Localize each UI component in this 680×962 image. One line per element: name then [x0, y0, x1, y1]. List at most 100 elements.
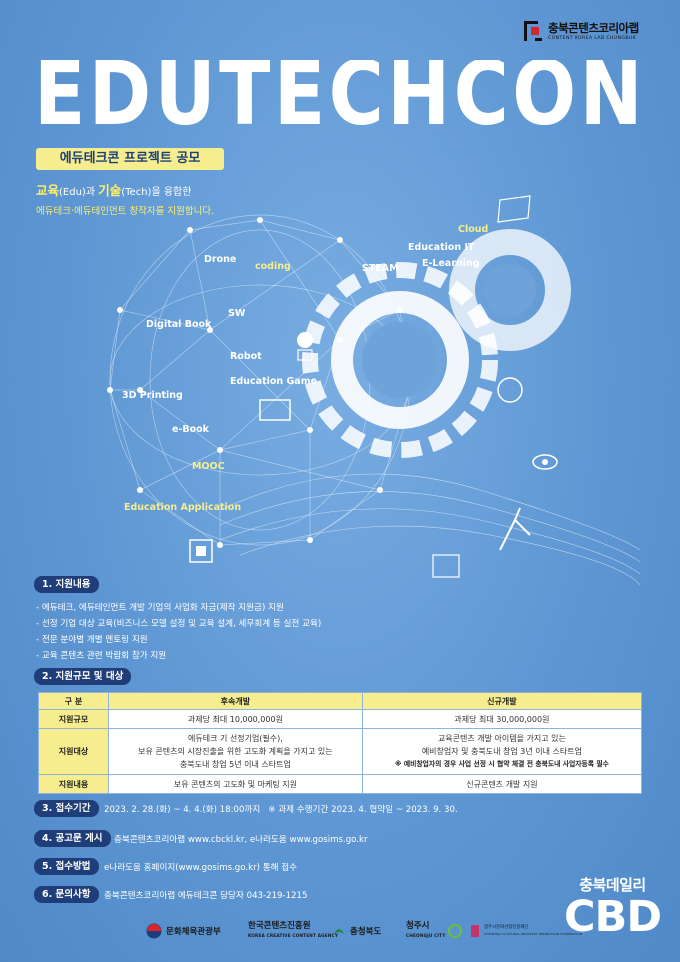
table-cell: 과제당 최대 30,000,000원: [361, 709, 643, 729]
kw-education-game: Education Game: [230, 376, 318, 387]
cell-note: ※ 예비창업자의 경우 사업 선정 시 협약 체결 전 충북도내 사업자등록 필…: [394, 760, 609, 768]
eye-scan-icon: [532, 454, 558, 470]
row-label: 지원대상: [38, 728, 109, 775]
period-note: ※ 과제 수행기간 2023. 4. 협약일 ~ 2023. 9. 30.: [268, 805, 458, 815]
table-cell: 에듀테크 기 선정기업(필수), 보유 콘텐츠의 시장진출을 위한 고도화 계획…: [108, 728, 363, 775]
intro-tech-en: (Tech): [121, 187, 152, 198]
notice-text: 충북콘텐츠코리아랩 www.cbckl.kr, e나라도움 www.gosims…: [114, 835, 368, 845]
section-6-header: 6. 문의사항: [34, 886, 99, 903]
kw-education-application: Education Application: [124, 502, 242, 513]
book-icon: [497, 195, 531, 223]
org-mark-icon: [524, 21, 542, 41]
table-row: 지원대상 에듀테크 기 선정기업(필수), 보유 콘텐츠의 시장진출을 위한 고…: [38, 728, 643, 775]
kw-ebook: e-Book: [172, 424, 209, 435]
logo-cheongju: 청주시 CHEONGJU CITY: [402, 918, 463, 944]
kw-3d-printing: 3D Printing: [122, 390, 183, 401]
kw-education-it: Education IT: [408, 242, 475, 253]
watermark: 충북데일리 CBD: [560, 874, 665, 944]
support-item: - 전문 분야별 개별 멘토링 지원: [36, 635, 148, 645]
support-item: - 교육 콘텐츠 관련 박람회 참가 지원: [36, 651, 167, 661]
cheongju-emblem-icon: [448, 924, 463, 938]
period-main: 2023. 2. 28.(화) ~ 4. 4.(화) 18:00까지: [104, 805, 261, 815]
main-title: EDUTECHCON: [34, 60, 646, 132]
table-cell: 보유 콘텐츠의 고도화 및 마케팅 지원: [108, 774, 363, 794]
org-logo: 충북콘텐츠코리아랩 CONTENT KOREA LAB CHUNGBUK: [522, 18, 662, 48]
logo-kocca-sub: KOREA CREATIVE CONTENT AGENCY: [248, 933, 339, 938]
org-name: 충북콘텐츠코리아랩: [548, 21, 639, 35]
kw-mooc: MOOC: [192, 461, 225, 472]
support-item: - 선정 기업 대상 교육(비즈니스 모델 설정 및 교육 설계, 세무회계 등…: [36, 619, 322, 629]
kw-e-learning: E-Learning: [422, 258, 480, 269]
period-text: 2023. 2. 28.(화) ~ 4. 4.(화) 18:00까지 ※ 과제 수…: [104, 803, 458, 815]
ring-graphic: [449, 229, 571, 351]
logo-mcst: 문화체육관광부: [146, 918, 221, 944]
network-graphic: [107, 195, 641, 586]
project-badge: 에듀테크콘 프로젝트 공모: [36, 148, 224, 170]
intro-line2: 에듀테크·에듀테인먼트 창작자를 지원합니다.: [36, 206, 215, 217]
table-header: 구 분: [38, 692, 109, 710]
logo-cheongju-sub: CHEONGJU CITY: [406, 933, 446, 938]
table-row: 지원규모 과제당 최대 10,000,000원 과제당 최대 30,000,00…: [38, 709, 643, 729]
kw-robot: Robot: [230, 351, 262, 362]
org-sub: CONTENT KOREA LAB CHUNGBUK: [548, 36, 637, 41]
section-1-header: 1. 지원내용: [34, 576, 99, 593]
logo-chungbuk: 충청북도: [332, 918, 381, 944]
intro-edu-en: (Edu): [59, 187, 86, 198]
logo-foundation-sub: CHEONGJU CULTURAL INDUSTRY PROMOTION FOU…: [484, 932, 583, 936]
kw-sw: SW: [228, 308, 246, 319]
watermark-top: 충북데일리: [579, 876, 646, 894]
cell-line: 예비창업자 및 충북도내 창업 3년 이내 스타트업: [421, 747, 582, 756]
kw-digital-book: Digital Book: [146, 319, 212, 330]
table-cell: 과제당 최대 10,000,000원: [108, 709, 363, 729]
binary-icon: [432, 554, 460, 578]
logo-mcst-text: 문화체육관광부: [166, 927, 221, 937]
table-cell: 신규콘텐츠 개발 지원: [361, 774, 643, 794]
method-text: e나라도움 홈페이지(www.gosims.go.kr) 통해 접수: [104, 863, 298, 873]
kw-drone: Drone: [204, 254, 237, 265]
intro-line1: 교육(Edu)과 기술(Tech)을 융합한: [36, 180, 191, 199]
support-table: 구 분 후속개발 신규개발 지원규모 과제당 최대 10,000,000원 과제…: [38, 692, 643, 794]
intro-fuse: 을 융합한: [151, 187, 192, 198]
logo-foundation-text: 청주시문화산업진흥재단: [484, 925, 529, 930]
logo-kocca-text: 한국콘텐츠진흥원: [248, 921, 311, 931]
intro-tech: 기술: [98, 183, 122, 198]
cell-line: 충북도내 창업 5년 이내 스타트업: [179, 760, 291, 769]
table-header: 후속개발: [108, 692, 363, 710]
kw-steam: STEAM: [362, 263, 399, 274]
logo-cheongju-text: 청주시: [406, 921, 430, 931]
mcst-emblem-icon: [146, 923, 162, 939]
row-label: 지원규모: [38, 709, 109, 729]
footer-logos: 문화체육관광부 한국콘텐츠진흥원 KOREA CREATIVE CONTENT A…: [140, 918, 582, 944]
support-item: - 에듀테크, 에듀테인먼트 개발 기업의 사업화 자금(제작 지원금) 지원: [36, 603, 284, 613]
section-5-header: 5. 접수방법: [34, 858, 99, 875]
foundation-emblem-icon: [471, 925, 479, 937]
network-illustration: Cloud Education IT E-Learning Drone codi…: [100, 190, 660, 590]
cell-line: 교육콘텐츠 개발 아이템을 가지고 있는: [437, 734, 566, 743]
section-4-header: 4. 공고문 게시: [34, 830, 111, 847]
logo-foundation: 청주시문화산업진흥재단 CHEONGJU CULTURAL INDUSTRY PR…: [470, 918, 582, 944]
section-3-header: 3. 접수기간: [34, 800, 99, 817]
section-2-header: 2. 지원규모 및 대상: [34, 668, 132, 685]
cell-line: 에듀테크 기 선정기업(필수),: [187, 734, 283, 743]
intro-edu: 교육: [36, 183, 60, 198]
table-header-row: 구 분 후속개발 신규개발: [38, 692, 643, 710]
cell-line: 보유 콘텐츠의 시장진출을 위한 고도화 계획을 가지고 있는: [138, 747, 333, 756]
table-cell: 교육콘텐츠 개발 아이템을 가지고 있는 예비창업자 및 충북도내 창업 3년 …: [361, 728, 643, 775]
main-title-text: EDUTECHCON: [34, 60, 646, 132]
robot-head-icon: [497, 377, 523, 403]
table-header: 신규개발: [361, 692, 643, 710]
support-list: - 에듀테크, 에듀테인먼트 개발 기업의 사업화 자금(제작 지원금) 지원 …: [36, 600, 321, 664]
kw-cloud: Cloud: [458, 224, 489, 235]
kw-coding: coding: [255, 261, 291, 272]
watermark-big: CBD: [563, 892, 662, 942]
logo-chungbuk-text: 충청북도: [350, 927, 382, 937]
chip-icon: [189, 539, 213, 563]
cloud-server-icon: [297, 332, 313, 361]
contact-text: 충북콘텐츠코리아랩 에듀테크콘 담당자 043-219-1215: [104, 891, 308, 901]
laptop-icon: [259, 399, 291, 421]
row-label: 지원내용: [38, 774, 109, 794]
table-row: 지원내용 보유 콘텐츠의 고도화 및 마케팅 지원 신규콘텐츠 개발 지원: [38, 774, 643, 794]
intro-and: 과: [85, 187, 99, 198]
logo-kocca: 한국콘텐츠진흥원 KOREA CREATIVE CONTENT AGENCY: [244, 918, 338, 944]
